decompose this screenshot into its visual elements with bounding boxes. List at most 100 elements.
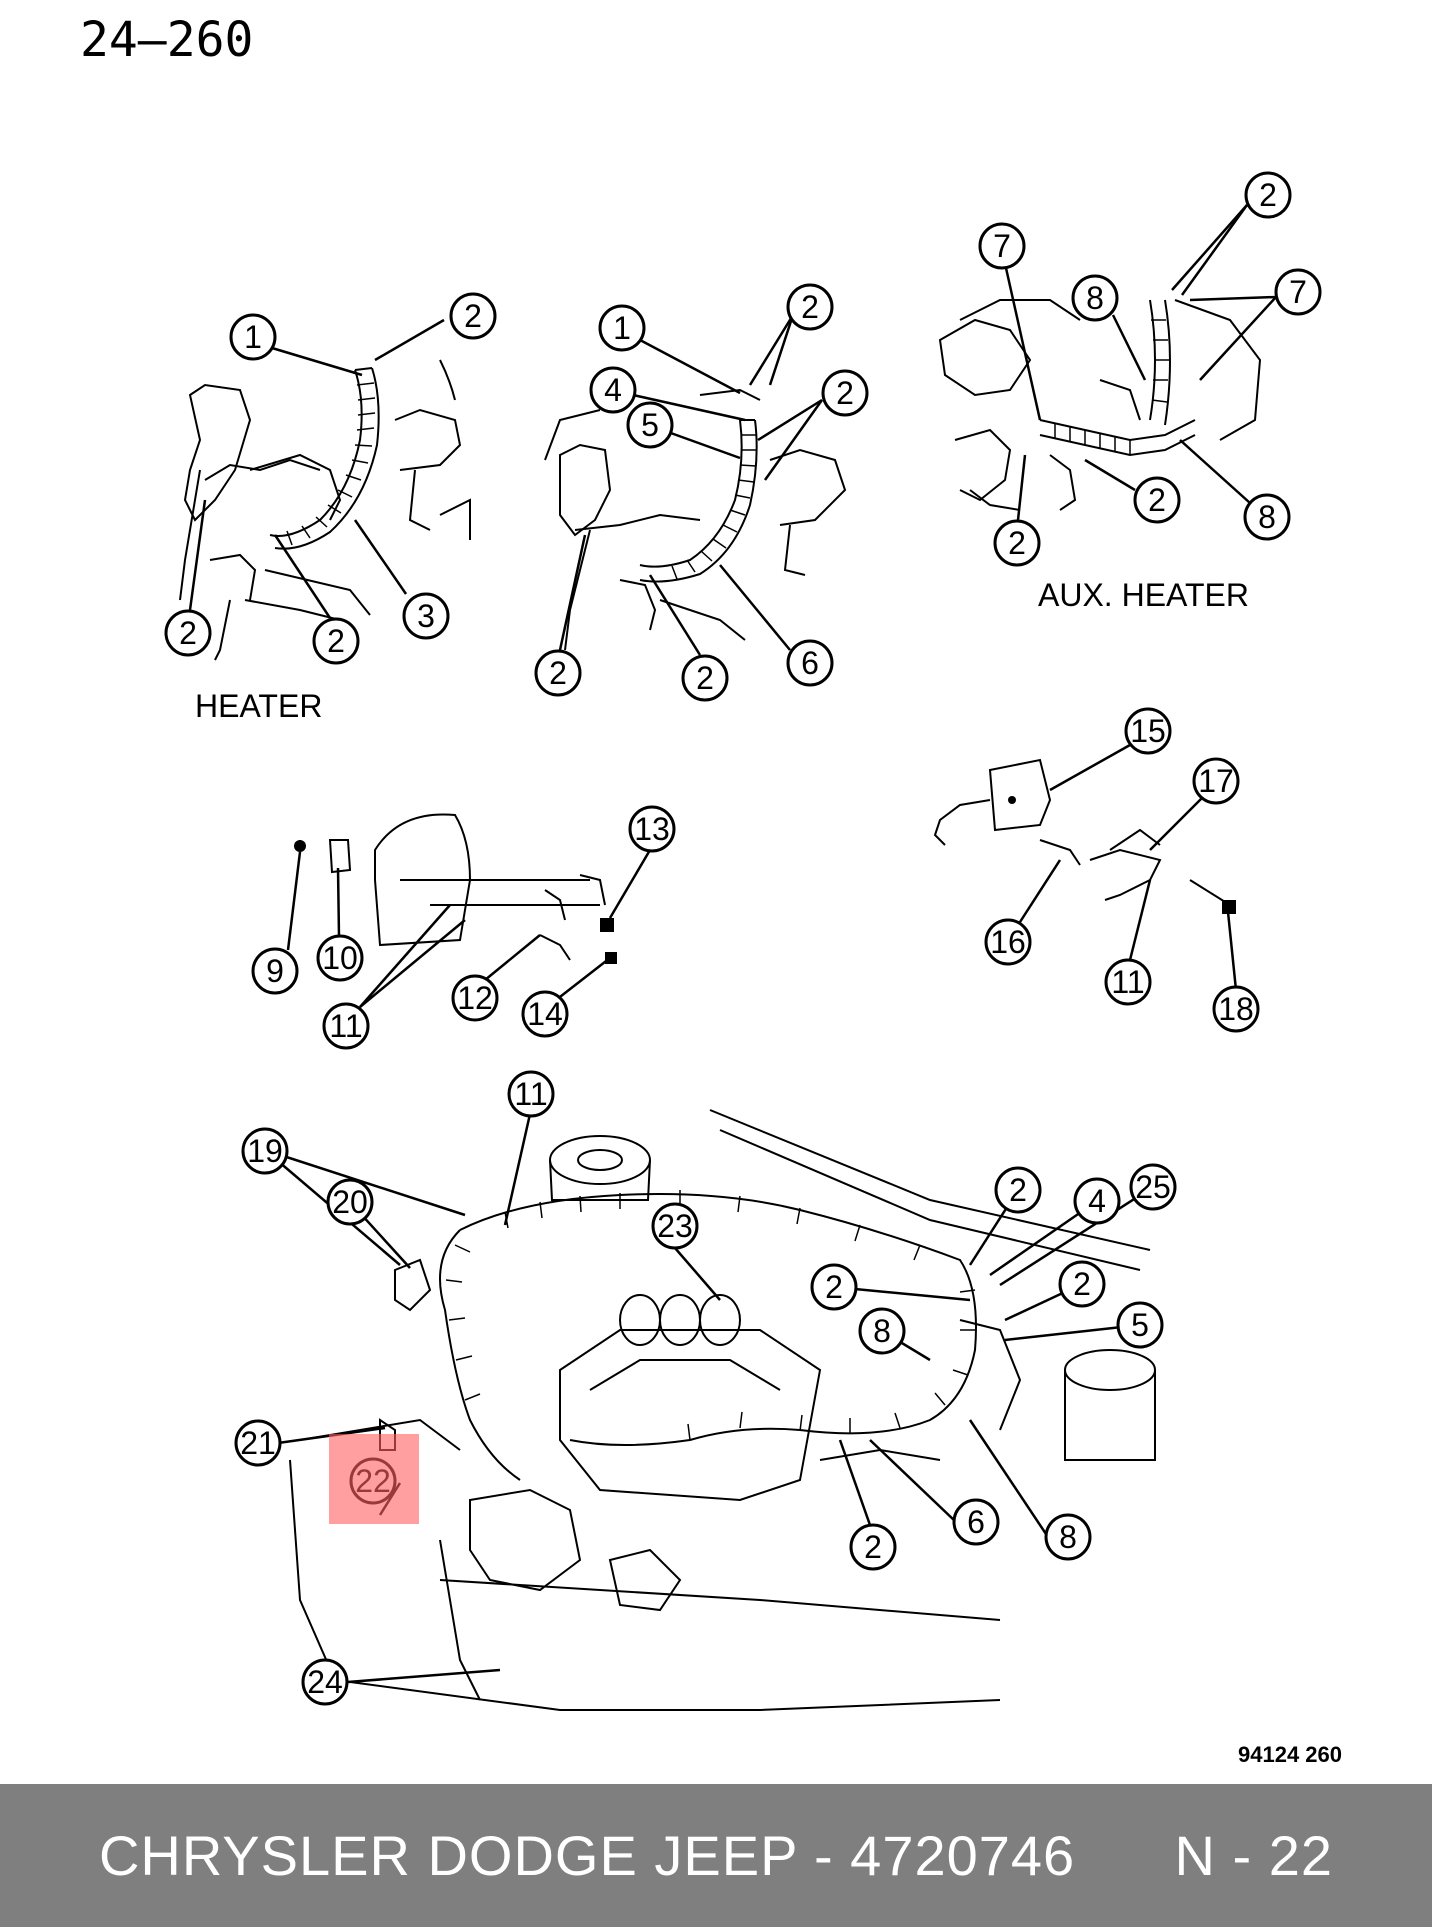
footer-part-number: 4720746 (850, 1824, 1076, 1887)
svg-text:13: 13 (634, 811, 670, 847)
callout-11: 11 (322, 1002, 370, 1050)
svg-text:8: 8 (1059, 1519, 1077, 1555)
connector-art (933, 758, 1231, 906)
callout-2: 2 (810, 1263, 858, 1311)
svg-text:1: 1 (613, 310, 631, 346)
callouts-p2: 1 2 4 5 2 2 2 6 (534, 283, 869, 702)
panel-heater: 1 2 2 2 3 HEATER (164, 292, 497, 724)
callout-2: 2 (1244, 171, 1292, 219)
connector-fills (1008, 796, 1236, 914)
callouts-p6: 11 19 20 23 2 4 25 2 2 5 8 21 22 6 2 8 2… (234, 1070, 1177, 1706)
svg-text:9: 9 (266, 953, 284, 989)
svg-text:2: 2 (1009, 1172, 1027, 1208)
svg-text:5: 5 (641, 407, 659, 443)
callout-1: 1 (598, 304, 646, 352)
callout-8: 8 (858, 1307, 906, 1355)
panel-engine-bay: 11 19 20 23 2 4 25 2 2 5 8 21 22 6 2 8 2… (234, 1070, 1177, 1711)
callouts-p4: 13 9 10 11 12 14 (251, 805, 676, 1050)
callout-2: 2 (786, 283, 834, 331)
heater-hose-art (179, 359, 471, 661)
svg-text:2: 2 (864, 1529, 882, 1565)
svg-text:7: 7 (1289, 274, 1307, 310)
callouts-p3: 2 7 8 7 2 8 2 (978, 171, 1322, 567)
svg-text:20: 20 (332, 1184, 368, 1220)
callout-20: 20 (326, 1178, 374, 1226)
svg-text:2: 2 (1148, 482, 1166, 518)
callout-7: 7 (978, 222, 1026, 270)
svg-text:10: 10 (322, 940, 358, 976)
svg-text:4: 4 (1088, 1183, 1106, 1219)
callout-9: 9 (251, 947, 299, 995)
hose-clamp-art (299, 813, 606, 961)
callout-11: 11 (1104, 958, 1152, 1006)
heater-alt-coil (671, 434, 757, 580)
aux-hose-coil (1054, 319, 1169, 455)
svg-text:18: 18 (1218, 991, 1254, 1027)
aux-heater-art (938, 299, 1262, 511)
svg-text:17: 17 (1198, 763, 1234, 799)
callout-7: 7 (1274, 268, 1322, 316)
panel-heater-alt: 1 2 4 5 2 2 2 6 (534, 283, 869, 702)
leaders-p4 (286, 849, 652, 1008)
svg-text:21: 21 (240, 1425, 276, 1461)
callout-6: 6 (786, 639, 834, 687)
callout-5: 5 (626, 401, 674, 449)
callout-19: 19 (241, 1127, 289, 1175)
svg-text:2: 2 (549, 655, 567, 691)
svg-text:11: 11 (1111, 964, 1144, 1000)
caption-aux-heater: AUX. HEATER (1038, 577, 1249, 613)
callout-4: 4 (589, 366, 637, 414)
svg-text:8: 8 (1086, 280, 1104, 316)
callout-17: 17 (1192, 757, 1240, 805)
leaders-p1 (188, 318, 445, 619)
highlighted-part-marker (329, 1434, 419, 1524)
svg-text:4: 4 (604, 372, 622, 408)
callout-2: 2 (849, 1523, 897, 1571)
footer-bar: CHRYSLER DODGE JEEP - 4720746 N - 22 (0, 1784, 1432, 1927)
callout-16: 16 (984, 918, 1032, 966)
svg-text:12: 12 (457, 980, 493, 1016)
svg-text:2: 2 (1073, 1266, 1091, 1302)
callout-2: 2 (449, 292, 497, 340)
panel-hose-clamp: 13 9 10 11 12 14 (251, 805, 676, 1050)
callout-2: 2 (164, 609, 212, 657)
svg-text:11: 11 (514, 1076, 547, 1112)
svg-text:2: 2 (1008, 525, 1026, 561)
svg-text:25: 25 (1135, 1169, 1171, 1205)
svg-text:2: 2 (825, 1269, 843, 1305)
svg-text:2: 2 (464, 298, 482, 334)
callouts-p1: 1 2 2 2 3 (164, 292, 497, 665)
engine-harness-coil (445, 1190, 976, 1441)
callout-10: 10 (316, 934, 364, 982)
page-number: 24–260 (80, 12, 254, 68)
callout-13: 13 (628, 805, 676, 853)
svg-text:19: 19 (247, 1133, 283, 1169)
callout-2: 2 (681, 654, 729, 702)
callout-2: 2 (312, 617, 360, 665)
callout-3: 3 (402, 592, 450, 640)
callout-14: 14 (521, 990, 569, 1038)
heater-alt-art (544, 388, 847, 651)
parts-diagram: 1 2 2 2 3 HEATER (164, 171, 1342, 1767)
footer-separator: - (797, 1824, 851, 1887)
footer-position-label: N - 22 (1174, 1824, 1334, 1887)
svg-text:23: 23 (657, 1208, 693, 1244)
svg-text:2: 2 (1259, 177, 1277, 213)
callout-2: 2 (993, 519, 1041, 567)
svg-text:6: 6 (967, 1504, 985, 1540)
svg-text:16: 16 (990, 924, 1026, 960)
callout-2: 2 (534, 649, 582, 697)
callout-5: 5 (1116, 1301, 1164, 1349)
panel-connector: 15 17 16 11 18 (933, 707, 1260, 1033)
callout-24: 24 (301, 1658, 349, 1706)
svg-text:24: 24 (307, 1664, 343, 1700)
callout-1: 1 (229, 313, 277, 361)
svg-text:15: 15 (1130, 713, 1166, 749)
callout-8: 8 (1071, 274, 1119, 322)
footer-text: CHRYSLER DODGE JEEP - 4720746 N - 22 (99, 1823, 1333, 1888)
svg-text:3: 3 (417, 598, 435, 634)
callout-2: 2 (821, 369, 869, 417)
svg-text:2: 2 (801, 289, 819, 325)
callout-23: 23 (651, 1202, 699, 1250)
svg-text:8: 8 (873, 1313, 891, 1349)
